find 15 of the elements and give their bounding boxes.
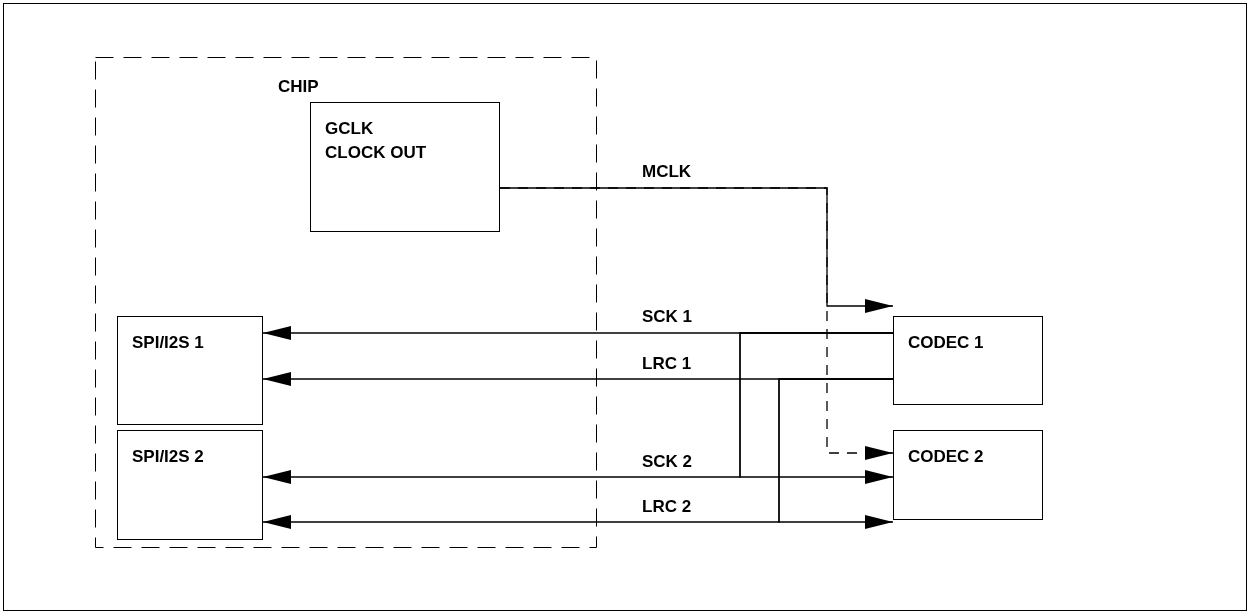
block-label: GCLK CLOCK OUT (325, 118, 428, 164)
block-box (117, 316, 263, 425)
block-heading: CHIP (278, 76, 319, 98)
chip-boundary (95, 57, 597, 548)
block-label: SPI/I2S 1 (132, 332, 204, 354)
block-label: CODEC 2 (908, 446, 984, 468)
block-box (893, 316, 1043, 405)
block-box (310, 102, 500, 232)
signal-line (739, 332, 894, 484)
block-label: CODEC 1 (908, 332, 984, 354)
block-label: SPI/I2S 2 (132, 446, 204, 468)
signal-line (778, 378, 894, 529)
signal-line (499, 187, 894, 460)
block-box (117, 430, 263, 540)
block-box (893, 430, 1043, 520)
